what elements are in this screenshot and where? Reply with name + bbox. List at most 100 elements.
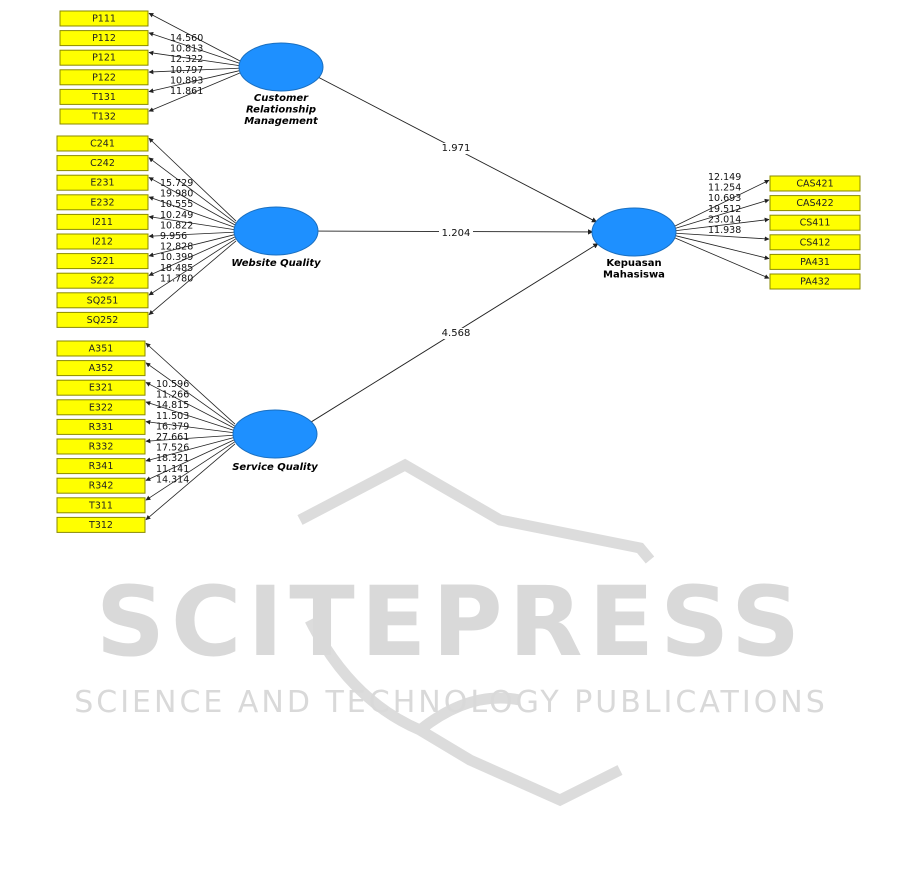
loading-value-crm-5: 11.861 [170, 86, 203, 97]
loading-edge-cs411 [673, 217, 770, 232]
loading-edge-t312 [145, 443, 236, 520]
indicators-layer: P111P112P121P122T131T132C241C242E231E232… [56, 10, 861, 533]
indicator-label-e321: E321 [89, 383, 113, 394]
loading-edge-e231 [148, 177, 237, 226]
loading-edge-s221 [148, 233, 237, 258]
loading-value-wq-5: 9.956 [160, 231, 187, 242]
indicator-label-cas421: CAS421 [796, 179, 833, 190]
indicator-box-e322 [56, 399, 146, 416]
indicator-box-cas421 [769, 175, 861, 192]
indicator-box-cas422 [769, 195, 861, 212]
loading-value-wq-9: 11.780 [160, 273, 193, 284]
indicator-box-t312 [56, 516, 146, 533]
indicator-label-r332: R332 [89, 442, 114, 453]
loading-value-crm-2: 12.322 [170, 54, 203, 65]
indicator-label-pa431: PA431 [800, 257, 830, 268]
loading-edge-e232 [148, 196, 237, 229]
loading-edge-a351 [145, 342, 236, 425]
loading-edge-pa431 [673, 234, 770, 260]
indicator-label-a352: A352 [89, 363, 114, 374]
loading-edge-r331 [145, 419, 236, 434]
loading-value-sq-2: 14.815 [156, 400, 189, 411]
indicator-box-pa431 [769, 253, 861, 270]
indicator-box-t131 [59, 88, 149, 105]
indicator-box-i212 [56, 233, 149, 250]
indicator-label-c241: C241 [90, 139, 115, 150]
indicator-box-c242 [56, 155, 149, 172]
loading-edge-c241 [148, 137, 237, 222]
loading-value-sq-4: 16.379 [156, 421, 189, 432]
indicator-label-s221: S221 [90, 256, 114, 267]
indicator-box-sq252 [56, 311, 149, 328]
indicator-box-s221 [56, 253, 149, 270]
indicator-box-p121 [59, 49, 149, 66]
loading-edge-i211 [148, 214, 237, 231]
indicator-box-r342 [56, 477, 146, 494]
indicator-label-r341: R341 [89, 461, 114, 472]
loading-value-km-3: 19.512 [708, 204, 741, 215]
indicator-label-a351: A351 [89, 344, 114, 355]
indicator-box-cs411 [769, 214, 861, 231]
indicator-label-p122: P122 [92, 72, 116, 83]
indicator-label-e231: E231 [90, 178, 114, 189]
loading-edge-r341 [145, 436, 236, 463]
structural-paths-layer [309, 76, 599, 424]
loading-edge-r342 [145, 439, 236, 481]
watermark-tagline: SCIENCE AND TECHNOLOGY PUBLICATIONS [74, 685, 828, 720]
construct-label-crm: Relationship [246, 105, 316, 116]
loading-edge-t132 [148, 72, 242, 112]
loading-value-wq-3: 10.249 [160, 210, 193, 221]
loading-value-sq-5: 27.661 [156, 432, 189, 443]
path-coef-sq: 4.568 [442, 328, 471, 339]
indicator-box-sq251 [56, 292, 149, 309]
loading-value-sq-6: 17.526 [156, 443, 189, 454]
indicator-label-t311: T311 [88, 500, 113, 511]
loading-edge-sq251 [148, 238, 237, 296]
construct-label-wq: Website Quality [231, 258, 321, 269]
loading-value-km-5: 11.938 [708, 225, 741, 236]
indicator-label-r342: R342 [89, 481, 114, 492]
indicator-box-c241 [56, 135, 149, 152]
loading-value-sq-7: 18.321 [156, 453, 189, 464]
indicator-label-e322: E322 [89, 402, 113, 413]
loading-edge-c242 [148, 157, 237, 224]
indicator-label-c242: C242 [90, 158, 115, 169]
loading-value-sq-9: 14.314 [156, 474, 189, 485]
construct-node-crm [238, 42, 324, 92]
loading-edge-r332 [145, 434, 236, 444]
loading-value-sq-8: 11.141 [156, 464, 189, 475]
loading-value-crm-3: 10.797 [170, 65, 203, 76]
indicator-label-t312: T312 [88, 520, 113, 531]
construct-label-km: Mahasiswa [603, 270, 665, 281]
construct-node-wq [233, 206, 319, 256]
loading-value-wq-6: 12.828 [160, 242, 193, 253]
loading-edge-e322 [145, 401, 236, 432]
indicator-box-a351 [56, 340, 146, 357]
path-coef-bg [439, 328, 473, 339]
path-coef-bg [439, 228, 473, 239]
construct-node-km [591, 207, 677, 257]
indicator-box-t132 [59, 108, 149, 125]
loading-edge-pa432 [673, 237, 770, 279]
loading-value-wq-1: 19.980 [160, 189, 193, 200]
indicator-label-t132: T132 [91, 112, 116, 123]
path-coef-bg [439, 143, 473, 154]
indicator-box-pa432 [769, 273, 861, 290]
indicator-label-p112: P112 [92, 33, 116, 44]
loading-value-wq-7: 10.399 [160, 252, 193, 263]
indicator-label-s222: S222 [90, 276, 114, 287]
indicator-box-e232 [56, 194, 149, 211]
loading-edge-t131 [148, 69, 242, 94]
indicator-label-sq252: SQ252 [87, 315, 119, 326]
loading-value-wq-2: 10.555 [160, 199, 193, 210]
indicator-box-e321 [56, 379, 146, 396]
loading-value-sq-3: 11.503 [156, 411, 189, 422]
indicator-label-sq251: SQ251 [87, 295, 119, 306]
indicator-label-cs412: CS412 [800, 237, 831, 248]
indicator-label-p121: P121 [92, 53, 116, 64]
indicator-box-p122 [59, 69, 149, 86]
watermark-logo-mark [297, 458, 655, 807]
